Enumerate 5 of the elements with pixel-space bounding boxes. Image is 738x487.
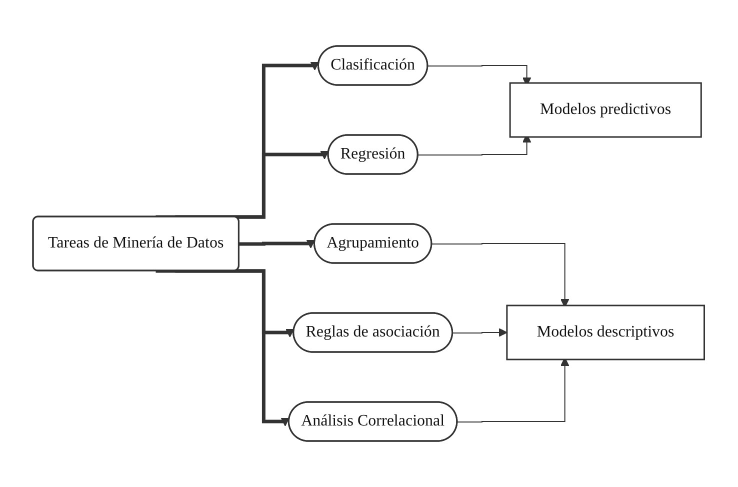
node-box: Modelos descriptivos (506, 304, 706, 360)
arrow (452, 328, 508, 337)
arrow (240, 240, 316, 248)
node-box: Modelos predictivos (510, 82, 702, 138)
arrow (156, 269, 290, 426)
